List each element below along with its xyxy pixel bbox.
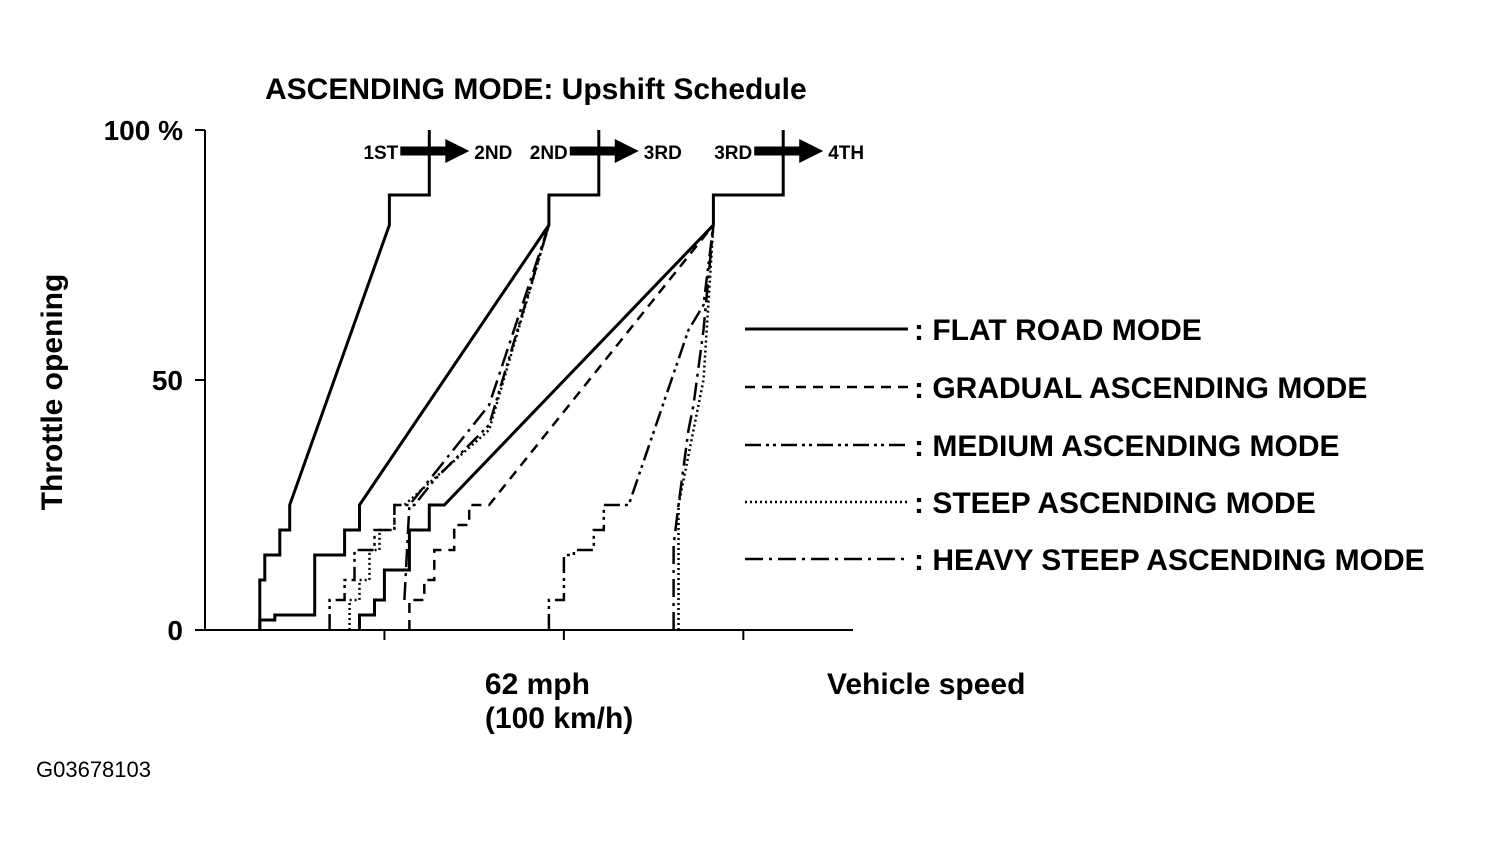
shift-to-label: 4TH xyxy=(828,143,864,164)
series-line-dashdot xyxy=(672,224,715,630)
chart-title: ASCENDING MODE: Upshift Schedule xyxy=(265,73,807,106)
legend: : FLAT ROAD MODE : GRADUAL ASCENDING MODE… xyxy=(745,314,1425,577)
series-line-dashed xyxy=(408,224,715,630)
curves xyxy=(258,130,785,630)
series-line-dashdotdot xyxy=(328,224,551,630)
y-tick-label: 50 xyxy=(152,365,183,396)
shift-from-label: 3RD xyxy=(714,143,752,164)
shift-markers: 1ST 2ND 2ND 3RD 3RD 4TH xyxy=(363,139,864,164)
legend-label: : HEAVY STEEP ASCENDING MODE xyxy=(914,544,1425,577)
shift-arrow-head xyxy=(445,139,470,163)
series-line-solid xyxy=(258,130,601,630)
axes: 0 50 100 % 62 mph(100 km/h) xyxy=(104,115,853,735)
series-line-solid xyxy=(358,130,785,630)
legend-label: : FLAT ROAD MODE xyxy=(914,314,1202,347)
figure-id: G03678103 xyxy=(36,757,151,782)
y-tick-label: 0 xyxy=(167,615,183,646)
y-axis-label: Throttle opening xyxy=(36,274,69,511)
x-axis-label: Vehicle speed xyxy=(827,668,1025,701)
series-line-dashdot xyxy=(403,224,551,601)
shift-to-label: 2ND xyxy=(474,143,512,164)
x-tick-label-kmh: (100 km/h) xyxy=(485,702,633,735)
y-tick-label: 100 % xyxy=(104,115,183,146)
shift-arrow-head xyxy=(799,139,824,163)
legend-label: : GRADUAL ASCENDING MODE xyxy=(914,372,1367,405)
shift-to-label: 3RD xyxy=(644,143,682,164)
shift-from-label: 1ST xyxy=(363,143,398,164)
shift-from-label: 2ND xyxy=(530,143,568,164)
series-line-solid xyxy=(258,130,431,630)
shift-arrow-head xyxy=(614,139,639,163)
legend-label: : STEEP ASCENDING MODE xyxy=(914,487,1316,520)
series-line-dotted xyxy=(677,224,715,630)
x-tick-label-mph: 62 mph xyxy=(485,668,590,701)
legend-label: : MEDIUM ASCENDING MODE xyxy=(914,430,1340,463)
